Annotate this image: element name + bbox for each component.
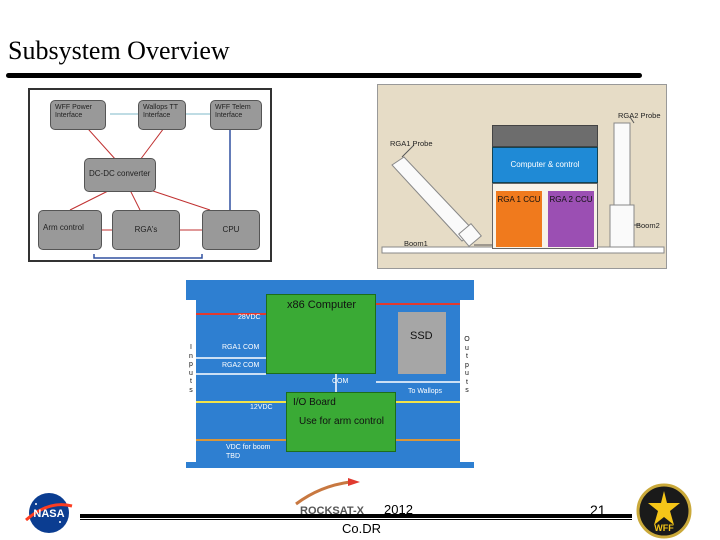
- rga2-ccu-box: RGA 2 CCU: [548, 191, 594, 247]
- label-vdc-for-boom: VDC for boom: [226, 444, 271, 451]
- boom2-label: Boom2: [636, 221, 660, 230]
- io-board-label: I/O Board: [293, 397, 336, 408]
- payload-layout-drawing: [381, 116, 665, 254]
- boom1-label: Boom1: [404, 239, 428, 248]
- vertical-letter: I: [190, 344, 192, 351]
- label-to-wallops: To Wallops: [408, 388, 442, 395]
- ssd-box: SSD: [398, 312, 446, 374]
- vertical-letter: t: [190, 378, 192, 385]
- rga2-probe-label: RGA2 Probe: [618, 111, 661, 120]
- vertical-letter: u: [465, 344, 469, 352]
- vertical-letter: t: [466, 378, 468, 386]
- top-panel: [492, 125, 598, 147]
- wff-power-interface-box: WFF Power Interface: [50, 100, 106, 130]
- label-rga2-com: RGA2 COM: [222, 362, 260, 369]
- vertical-letter: p: [189, 361, 193, 368]
- wiring-lines: [196, 303, 460, 441]
- arm-control-box: Arm control: [38, 210, 102, 250]
- outputs-bar: [460, 300, 474, 462]
- rgas-box: RGA's: [112, 210, 180, 250]
- title-underline: [6, 73, 642, 78]
- computer-control-box: Computer & control: [492, 147, 598, 183]
- subsystem-block-diagram: WFF Power Interface Wallops TT Interface…: [28, 88, 272, 262]
- vertical-letter: p: [465, 361, 469, 369]
- footer-rule: [80, 514, 632, 518]
- rga1-ccu-box: RGA 1 CCU: [496, 191, 542, 247]
- rga1-probe-label: RGA1 Probe: [390, 139, 433, 148]
- x86-computer-label: x86 Computer: [287, 299, 357, 311]
- svg-text:WFF: WFF: [654, 523, 674, 533]
- year-label: 2012: [384, 502, 413, 517]
- label-tbd: TBD: [226, 453, 240, 460]
- arm-control-label: Use for arm control: [299, 416, 385, 427]
- computer-control-label: Computer & control: [510, 160, 580, 169]
- inputs-bar: [186, 300, 196, 462]
- dcdc-converter-box: DC-DC converter: [84, 158, 156, 192]
- wallops-tt-interface-box: Wallops TT Interface: [138, 100, 186, 130]
- x86-computer-box: x86 Computer: [266, 294, 376, 374]
- vertical-letter: u: [465, 370, 469, 377]
- footer-rule-thin: [80, 519, 632, 520]
- label-12vdc: 12VDC: [250, 404, 273, 411]
- label-28vdc: 28VDC: [238, 314, 261, 321]
- ssd-label: SSD: [410, 330, 433, 342]
- vertical-letter: s: [465, 387, 469, 394]
- slide-title: Subsystem Overview: [8, 36, 230, 65]
- svg-text:NASA: NASA: [33, 508, 64, 520]
- payload-layout-diagram: Computer & control RGA 1 CCU RGA 2 CCU R…: [377, 84, 667, 269]
- wff-logo: WFF: [636, 483, 692, 539]
- wff-telem-interface-box: WFF Telem Interface: [210, 100, 262, 130]
- footer-codr-label: Co.DR: [342, 521, 382, 536]
- nasa-logo: NASA: [25, 493, 73, 533]
- vertical-letter: s: [189, 386, 193, 394]
- vertical-letter: u: [189, 369, 193, 377]
- vertical-letter: n: [189, 352, 193, 360]
- cpu-box: CPU: [202, 210, 260, 250]
- vertical-letter: O: [464, 336, 470, 343]
- label-rga1-com: RGA1 COM: [222, 344, 260, 351]
- io-board-box: I/O Board Use for arm control: [286, 392, 396, 452]
- label-com: COM: [332, 378, 349, 385]
- wiring-diagram: x86 Computer SSD I/O Board Use for arm c…: [186, 280, 474, 468]
- vertical-letter: t: [466, 353, 468, 360]
